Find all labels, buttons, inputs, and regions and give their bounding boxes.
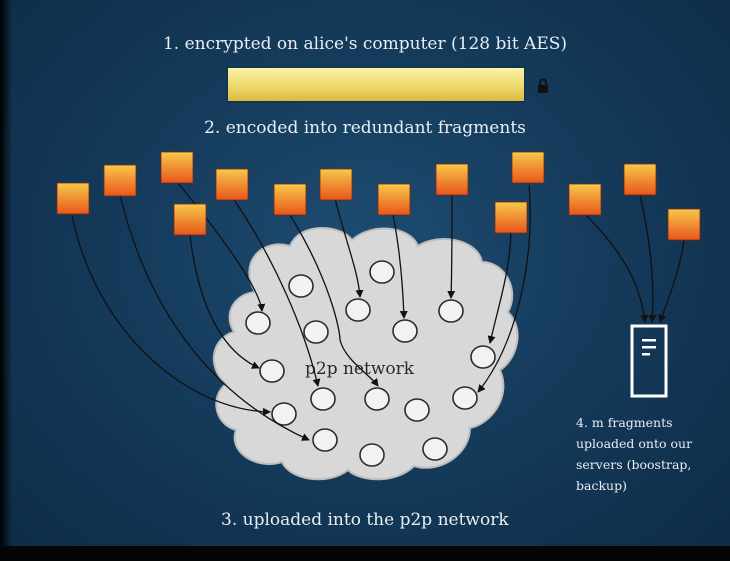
arrow (119, 194, 310, 441)
arrow (477, 184, 531, 393)
peer-node-circle (303, 320, 329, 344)
step2-caption: 2. encoded into redundant fragments (204, 118, 526, 138)
arrow (392, 214, 408, 319)
fragment-square (568, 183, 602, 216)
fragment-square (215, 168, 249, 201)
step4-caption: 4. m fragments uploaded onto our servers… (576, 415, 693, 493)
peer-node-circle (271, 402, 297, 426)
peer-node-circle (369, 260, 395, 284)
arrow (585, 214, 649, 323)
arrow (447, 194, 456, 299)
fragment-square (56, 182, 90, 215)
arrow (289, 214, 379, 387)
arrow (658, 239, 685, 323)
peer-node-circle (359, 443, 385, 467)
fragment-square (103, 164, 137, 197)
arrow (639, 194, 657, 323)
fragment-square (623, 163, 657, 196)
peer-node-circle (345, 298, 371, 322)
peer-node-circle (259, 359, 285, 383)
peer-node-circle (310, 387, 336, 411)
arrow (177, 182, 266, 312)
peer-node-circle (422, 437, 448, 461)
fragment-square (160, 151, 194, 184)
peer-node-circle (364, 387, 390, 411)
encrypted-file-bar (228, 68, 524, 101)
fragment-square (511, 151, 545, 184)
bottom-bar (0, 546, 730, 561)
fragments (56, 151, 701, 241)
peer-node-circle (452, 386, 478, 410)
arrow (334, 197, 364, 298)
peer-nodes (245, 260, 496, 467)
step1-caption: 1. encrypted on alice's computer (128 bi… (162, 34, 568, 54)
step3-caption: 3. uploaded into the p2p network (221, 510, 509, 530)
left-edge-shadow (0, 0, 12, 561)
arrow (487, 231, 512, 344)
peer-node-circle (245, 311, 271, 335)
arrow (189, 234, 260, 369)
peer-node-circle (392, 319, 418, 343)
peer-node-circle (288, 274, 314, 298)
fragment-square (435, 163, 469, 196)
fragment-square (377, 183, 411, 216)
server-icon (630, 324, 668, 398)
fragment-square (173, 203, 207, 236)
upload-arrows (71, 182, 685, 441)
peer-node-circle (404, 398, 430, 422)
peer-node-circle (438, 299, 464, 323)
lock-icon (538, 78, 548, 93)
fragment-square (273, 183, 307, 216)
arrow (71, 214, 271, 416)
fragment-square (667, 208, 701, 241)
fragment-square (319, 168, 353, 201)
peer-node-circle (470, 345, 496, 369)
peer-node-circle (312, 428, 338, 452)
fragment-square (494, 201, 528, 234)
arrow (232, 197, 321, 387)
